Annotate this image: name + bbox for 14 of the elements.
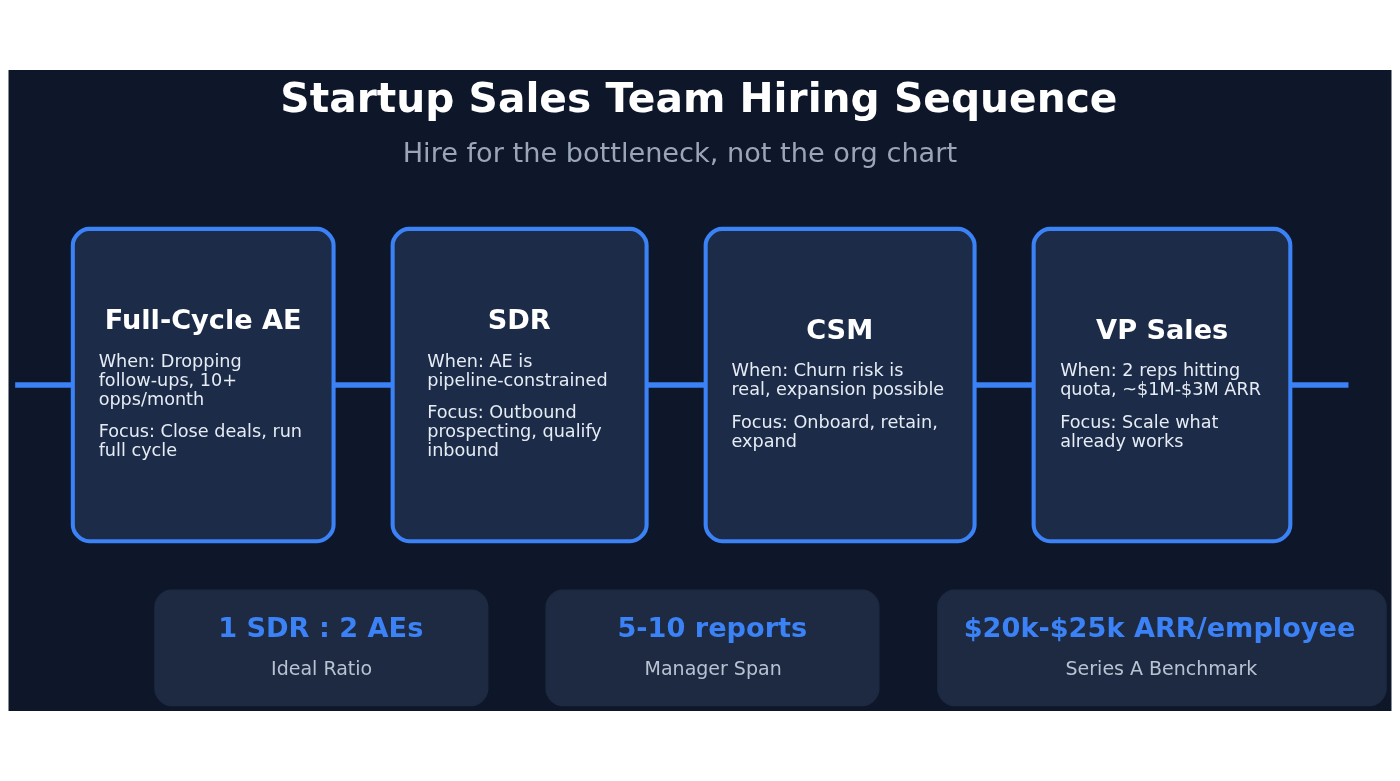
connector (646, 382, 706, 388)
node-box: Full-Cycle AE When: Dropping follow-ups, 10+ opps/month Focus: Close deals, run full cycle (70, 226, 336, 544)
node-box: CSM When: Churn risk is real, expansion possible Focus: Onboard, retain, expand (703, 226, 977, 544)
node-box: $20k-$25k ARR/employee Series A Benchmark (937, 589, 1387, 707)
connector (333, 382, 393, 388)
connector (15, 382, 73, 388)
label: Hire for the bottleneck, not the org chart (402, 137, 958, 169)
node-box: VP Sales When: 2 reps hitting quota, ~$1M-$3M ARR Focus: Scale what already works (1031, 226, 1293, 544)
node-box: 1 SDR : 2 AEs Ideal Ratio (154, 589, 489, 707)
connector (974, 382, 1034, 388)
node-box: SDR When: AE is pipeline-constrained Focus: Outbound prospecting, qualify inbound (390, 226, 649, 544)
diagram-title: Startup Sales Team Hiring Sequence (280, 74, 1118, 123)
connector (1290, 382, 1349, 388)
node-box: 5-10 reports Manager Span (545, 589, 880, 707)
